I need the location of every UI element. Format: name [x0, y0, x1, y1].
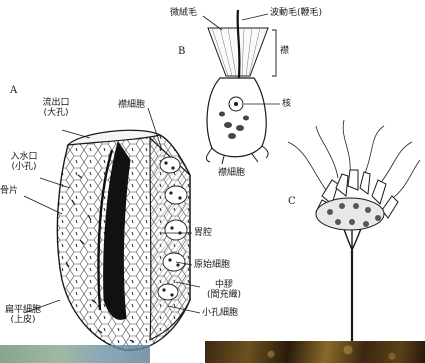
label-spongocoel: 胃腔 [194, 228, 212, 238]
micrograph-fragment [205, 341, 425, 363]
label-archaeocyte: 原始細胞 [194, 260, 230, 270]
collar-cell-drawing [203, 10, 280, 164]
label-nucleus: 核 [282, 99, 291, 109]
label-osculum: 流出口 (大孔) [34, 98, 78, 118]
label-pinacocyte: 扁平細胞 (上皮) [0, 305, 46, 325]
colony-drawing [288, 120, 420, 358]
label-microvilli: 微絨毛 [170, 8, 197, 18]
label-mesohyl: 中膠 (間充織) [200, 280, 248, 300]
panel-label-a: A [10, 85, 17, 96]
label-choanocyte: 襟細胞 [118, 100, 145, 110]
label-collar-cell-caption: 襟細胞 [218, 168, 245, 178]
label-incurrent-pore: 入水口 (小孔) [4, 152, 44, 172]
label-porocyte: 小孔細胞 [202, 308, 238, 318]
label-collar: 襟 [280, 46, 289, 56]
panel-label-b: B [178, 46, 185, 57]
color-plate-fragment [0, 345, 150, 363]
label-spicule: 骨片 [0, 186, 18, 196]
panel-label-c: C [288, 196, 296, 207]
label-flagellum: 波動毛(鞭毛) [270, 8, 322, 18]
